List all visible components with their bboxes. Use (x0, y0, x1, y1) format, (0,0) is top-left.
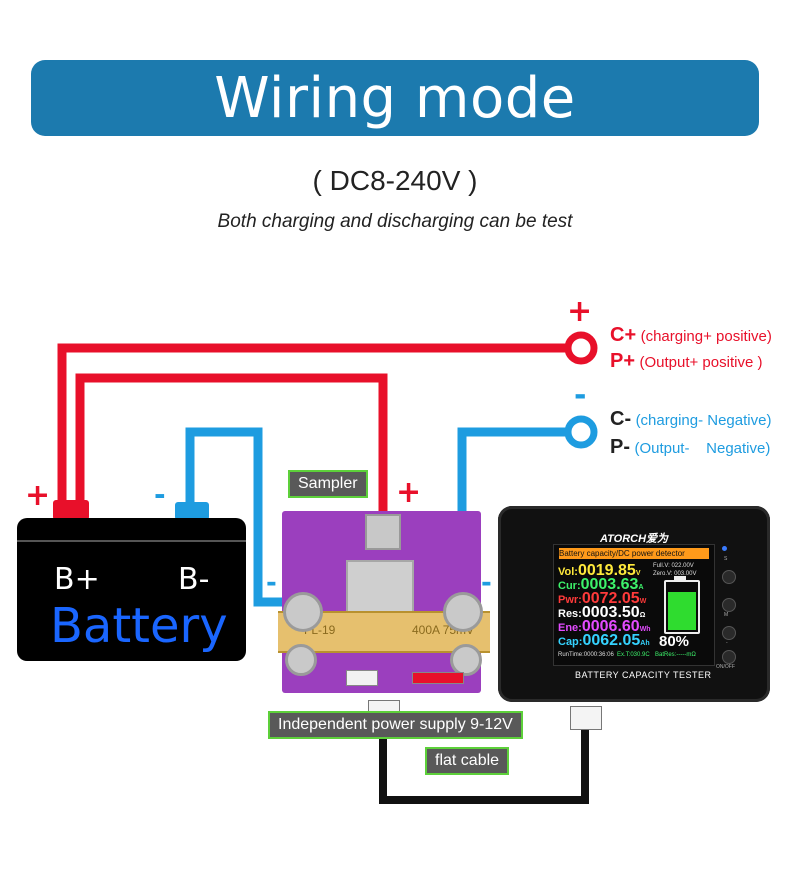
meter-row-value: 0062.05 (582, 632, 641, 649)
meter-row: Cur:0003.63A (558, 576, 644, 594)
meter-row-label: Cap: (558, 636, 583, 648)
c-minus-label: C- (charging- Negative) (610, 408, 772, 430)
meter-row-value: 0006.60 (581, 618, 640, 635)
meter-battery-cap (674, 576, 686, 580)
negative-sign: - (574, 378, 587, 413)
meter-button-m[interactable] (722, 598, 736, 612)
c-plus-label: C+ (charging+ positive) (610, 324, 772, 346)
page-title: Wiring mode (214, 65, 576, 131)
battery-name: Battery (50, 598, 228, 654)
meter-row-label: Pwr: (558, 594, 582, 606)
meter-row-value: 0003.63 (580, 576, 639, 593)
meter-battery-gauge (664, 580, 700, 634)
meter-bat-res: BatRes:-----mΩ (655, 652, 696, 658)
meter-percent: 80% (659, 633, 690, 650)
battery-minus-sign: - (154, 478, 166, 511)
meter-row-label: Cur: (558, 580, 581, 592)
sampler-callout: Sampler (288, 470, 368, 498)
meter-row-label: Ene: (558, 622, 582, 634)
positive-terminal-ring (564, 331, 598, 365)
meter-button-power-label: ON/OFF (716, 664, 735, 670)
meter-row-unit: W (639, 598, 647, 605)
meter-runtime: RunTime:0000:36:06 (558, 652, 614, 658)
power-supply-callout: Independent power supply 9-12V (268, 711, 523, 739)
meter-row-unit: Wh (639, 626, 651, 633)
meter-button-minus[interactable] (722, 626, 736, 640)
p-plus-label: P+ (Output+ positive ) (610, 350, 763, 372)
meter-row-unit: Ah (640, 640, 650, 647)
meter-button-s[interactable] (722, 570, 736, 584)
meter-status-led (722, 546, 727, 551)
sampler-left-minus: - (266, 568, 277, 598)
battery-positive-post (53, 500, 89, 520)
sampler-right-minus: - (481, 568, 492, 598)
flat-cable-wire (379, 720, 589, 804)
shunt-right-nut (443, 592, 483, 632)
board-connector-right (412, 672, 464, 684)
meter-full-voltage: Full.V: 022.00V (653, 563, 694, 569)
sampler-shield (346, 560, 414, 614)
meter-ext-temp: Ex.T:030.9C (617, 652, 650, 658)
red-wire-inner (75, 373, 388, 515)
meter-row-label: Res: (558, 608, 582, 620)
meter-row-value: 0019.85 (577, 562, 636, 579)
meter-row-label: Vol: (558, 566, 578, 578)
meter-brand: ATORCH爱为 (600, 533, 669, 545)
meter-row-unit: V (635, 570, 641, 577)
flat-cable-callout: flat cable (425, 747, 510, 775)
battery-plus-sign: + (25, 478, 51, 513)
meter-button-m-label: M (724, 612, 729, 618)
battery-b-plus-label: B+ (54, 562, 100, 597)
battery-negative-post (175, 502, 209, 520)
meter-zero-voltage: Zero.V: 003.00V (653, 571, 697, 577)
meter-row-unit: A (638, 584, 644, 591)
blue-wire-battery (185, 427, 284, 607)
meter-button-minus-label: - (726, 640, 728, 646)
red-wire-outer (57, 343, 578, 500)
negative-terminal-ring (564, 415, 598, 449)
meter-row: Vol:0019.85V (558, 562, 640, 580)
board-right-nut (450, 644, 482, 676)
sampler-plus-sign: + (396, 475, 422, 510)
battery-lid (17, 518, 246, 542)
board-connector-left (346, 670, 378, 686)
positive-sign: + (567, 294, 593, 329)
meter-button-power[interactable] (722, 650, 736, 664)
meter-row: Res:0003.50Ω (558, 604, 645, 622)
meter-row: Ene:0006.60Wh (558, 618, 651, 636)
meter-row-value: 0003.50 (581, 604, 640, 621)
battery-b-minus-label: B- (178, 562, 210, 597)
meter-button-s-label: S (724, 556, 728, 562)
sampler-screw (365, 514, 401, 550)
title-banner: Wiring mode (31, 60, 759, 136)
meter-row: Pwr:0072.05W (558, 590, 646, 608)
meter-row-unit: Ω (639, 612, 646, 619)
board-left-nut (285, 644, 317, 676)
meter-row: Cap:0062.05Ah (558, 632, 650, 650)
shunt-left-nut (283, 592, 323, 632)
meter-title: BATTERY CAPACITY TESTER (575, 670, 712, 680)
meter-cable-connector (570, 706, 602, 730)
meter-row-value: 0072.05 (581, 590, 640, 607)
test-note: Both charging and discharging can be tes… (217, 211, 573, 232)
meter-header: Battery capacity/DC power detector (559, 548, 709, 559)
voltage-range: ( DC8-240V ) (312, 165, 478, 196)
p-minus-label: P- (Output- Negative) (610, 436, 771, 458)
meter-battery-fill (668, 592, 696, 630)
